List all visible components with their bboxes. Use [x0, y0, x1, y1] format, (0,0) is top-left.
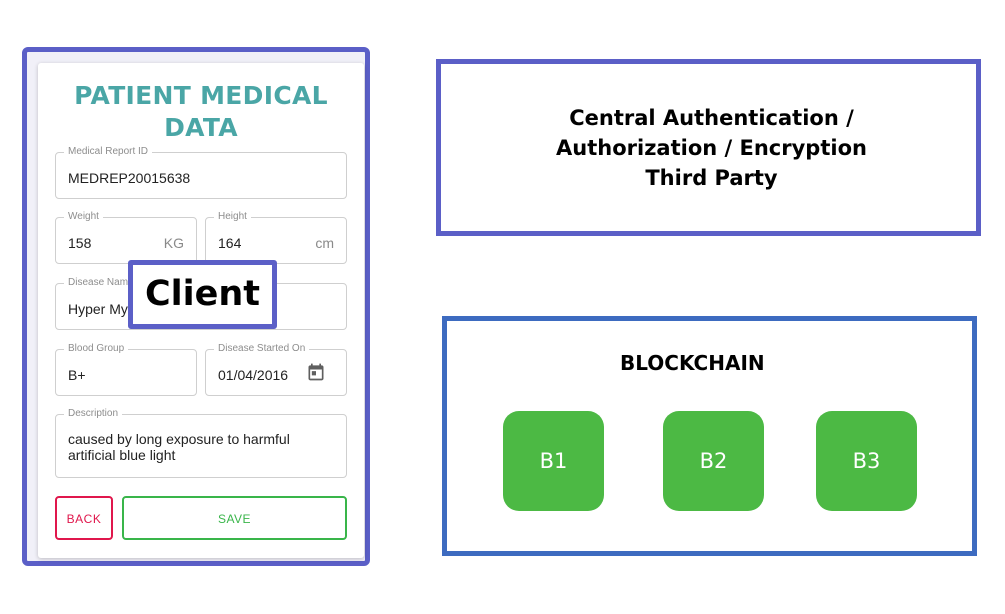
blood-group-value: B+: [68, 367, 86, 383]
height-field[interactable]: Height 164 cm: [205, 210, 347, 264]
form-title: PATIENT MEDICAL DATA: [74, 81, 328, 142]
disease-started-field[interactable]: Disease Started On 01/04/2016: [205, 342, 347, 396]
height-label: Height: [214, 210, 251, 224]
disease-started-value: 01/04/2016: [218, 367, 289, 383]
block-b3: B3: [816, 411, 917, 511]
description-value: caused by long exposure to harmful artif…: [68, 431, 290, 463]
disease-name-label: Disease Name: [64, 276, 138, 290]
blood-group-field[interactable]: Blood Group B+: [55, 342, 197, 396]
height-value: 164: [218, 235, 242, 251]
description-label: Description: [64, 407, 123, 421]
height-unit: cm: [315, 235, 334, 251]
weight-field[interactable]: Weight 158 KG: [55, 210, 197, 264]
weight-label: Weight: [64, 210, 103, 224]
medical-report-id-label: Medical Report ID: [64, 145, 153, 159]
blood-group-label: Blood Group: [64, 342, 129, 356]
client-label: Client: [128, 260, 277, 329]
medical-report-id-value: MEDREP20015638: [68, 170, 191, 186]
description-field[interactable]: Description caused by long exposure to h…: [55, 407, 347, 478]
blockchain-title: BLOCKCHAIN: [620, 351, 765, 375]
disease-started-label: Disease Started On: [214, 342, 310, 356]
auth-third-party-text: Central Authentication / Authorization /…: [556, 105, 867, 190]
block-b1: B1: [503, 411, 604, 511]
save-button[interactable]: SAVE: [122, 496, 347, 540]
medical-report-id-field[interactable]: Medical Report ID MEDREP20015638: [55, 145, 347, 199]
weight-unit: KG: [163, 235, 184, 251]
back-button[interactable]: BACK: [55, 496, 113, 540]
auth-third-party-box: Central Authentication / Authorization /…: [436, 59, 981, 236]
block-b2: B2: [663, 411, 764, 511]
weight-value: 158: [68, 235, 92, 251]
calendar-icon[interactable]: [306, 362, 326, 382]
